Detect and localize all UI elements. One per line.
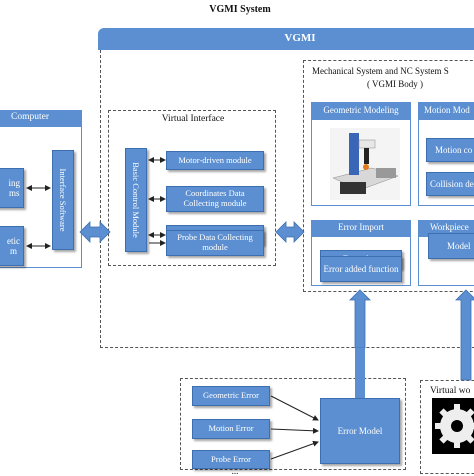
- motion-modeling-title: Motion Mod: [424, 105, 470, 115]
- mech-system-title-2: ( VGMI Body ): [366, 79, 424, 89]
- gear-image: [432, 398, 474, 454]
- probe-error-box: Probe Error: [192, 450, 270, 469]
- virtual-interface-frame: [108, 110, 276, 266]
- basic-control-module-box: [125, 148, 147, 252]
- ellipsis: ...: [231, 466, 239, 476]
- vgmi-header-label: VGMI: [284, 32, 316, 44]
- error-model-box: Error Model: [320, 398, 400, 464]
- virtual-interface-title: Virtual Interface: [161, 114, 225, 124]
- workpiece-header: [418, 220, 474, 237]
- computer-header: [0, 110, 82, 127]
- computer-module-top: ing ms: [0, 168, 24, 208]
- geometric-modeling-header: [311, 102, 411, 120]
- page-title: VGMI System: [209, 4, 271, 15]
- error-import-title: Error Import: [338, 222, 384, 232]
- motion-control-box: Motion co: [426, 138, 474, 162]
- error-import-header: [311, 220, 411, 237]
- mech-system-title-1: Mechanical System and NC System S: [312, 66, 449, 76]
- computer-title: Computer: [11, 112, 49, 122]
- vgmi-header: [98, 28, 474, 50]
- motor-driven-module: Motor-driven module: [166, 151, 264, 170]
- probe-data-module: Probe Data Collecting module: [166, 230, 264, 256]
- motion-error-box: Motion Error: [192, 419, 270, 439]
- motion-modeling-header: [418, 102, 474, 120]
- interface-software-box: [52, 150, 74, 250]
- coordinates-data-module: Coordinates Data Collecting module: [166, 186, 264, 212]
- virtual-workpiece-title: Virtual wo: [430, 386, 471, 396]
- collision-detection-box: Collision de: [426, 172, 474, 196]
- computer-module-bottom: etic m: [0, 226, 24, 266]
- mech-system-frame: [303, 60, 474, 292]
- workpiece-model-box: Model: [428, 233, 474, 259]
- geometric-modeling-title: Geometric Modeling: [323, 105, 399, 115]
- basic-control-module-label: Basic Control Module: [131, 162, 141, 238]
- error-added-function-box: Error added function: [320, 256, 402, 282]
- interface-software-label: Interface Software: [58, 168, 68, 232]
- error-inputs-frame: [180, 378, 406, 470]
- workpiece-title: Workpiece: [430, 222, 469, 232]
- geometric-error-box: Geometric Error: [192, 386, 270, 406]
